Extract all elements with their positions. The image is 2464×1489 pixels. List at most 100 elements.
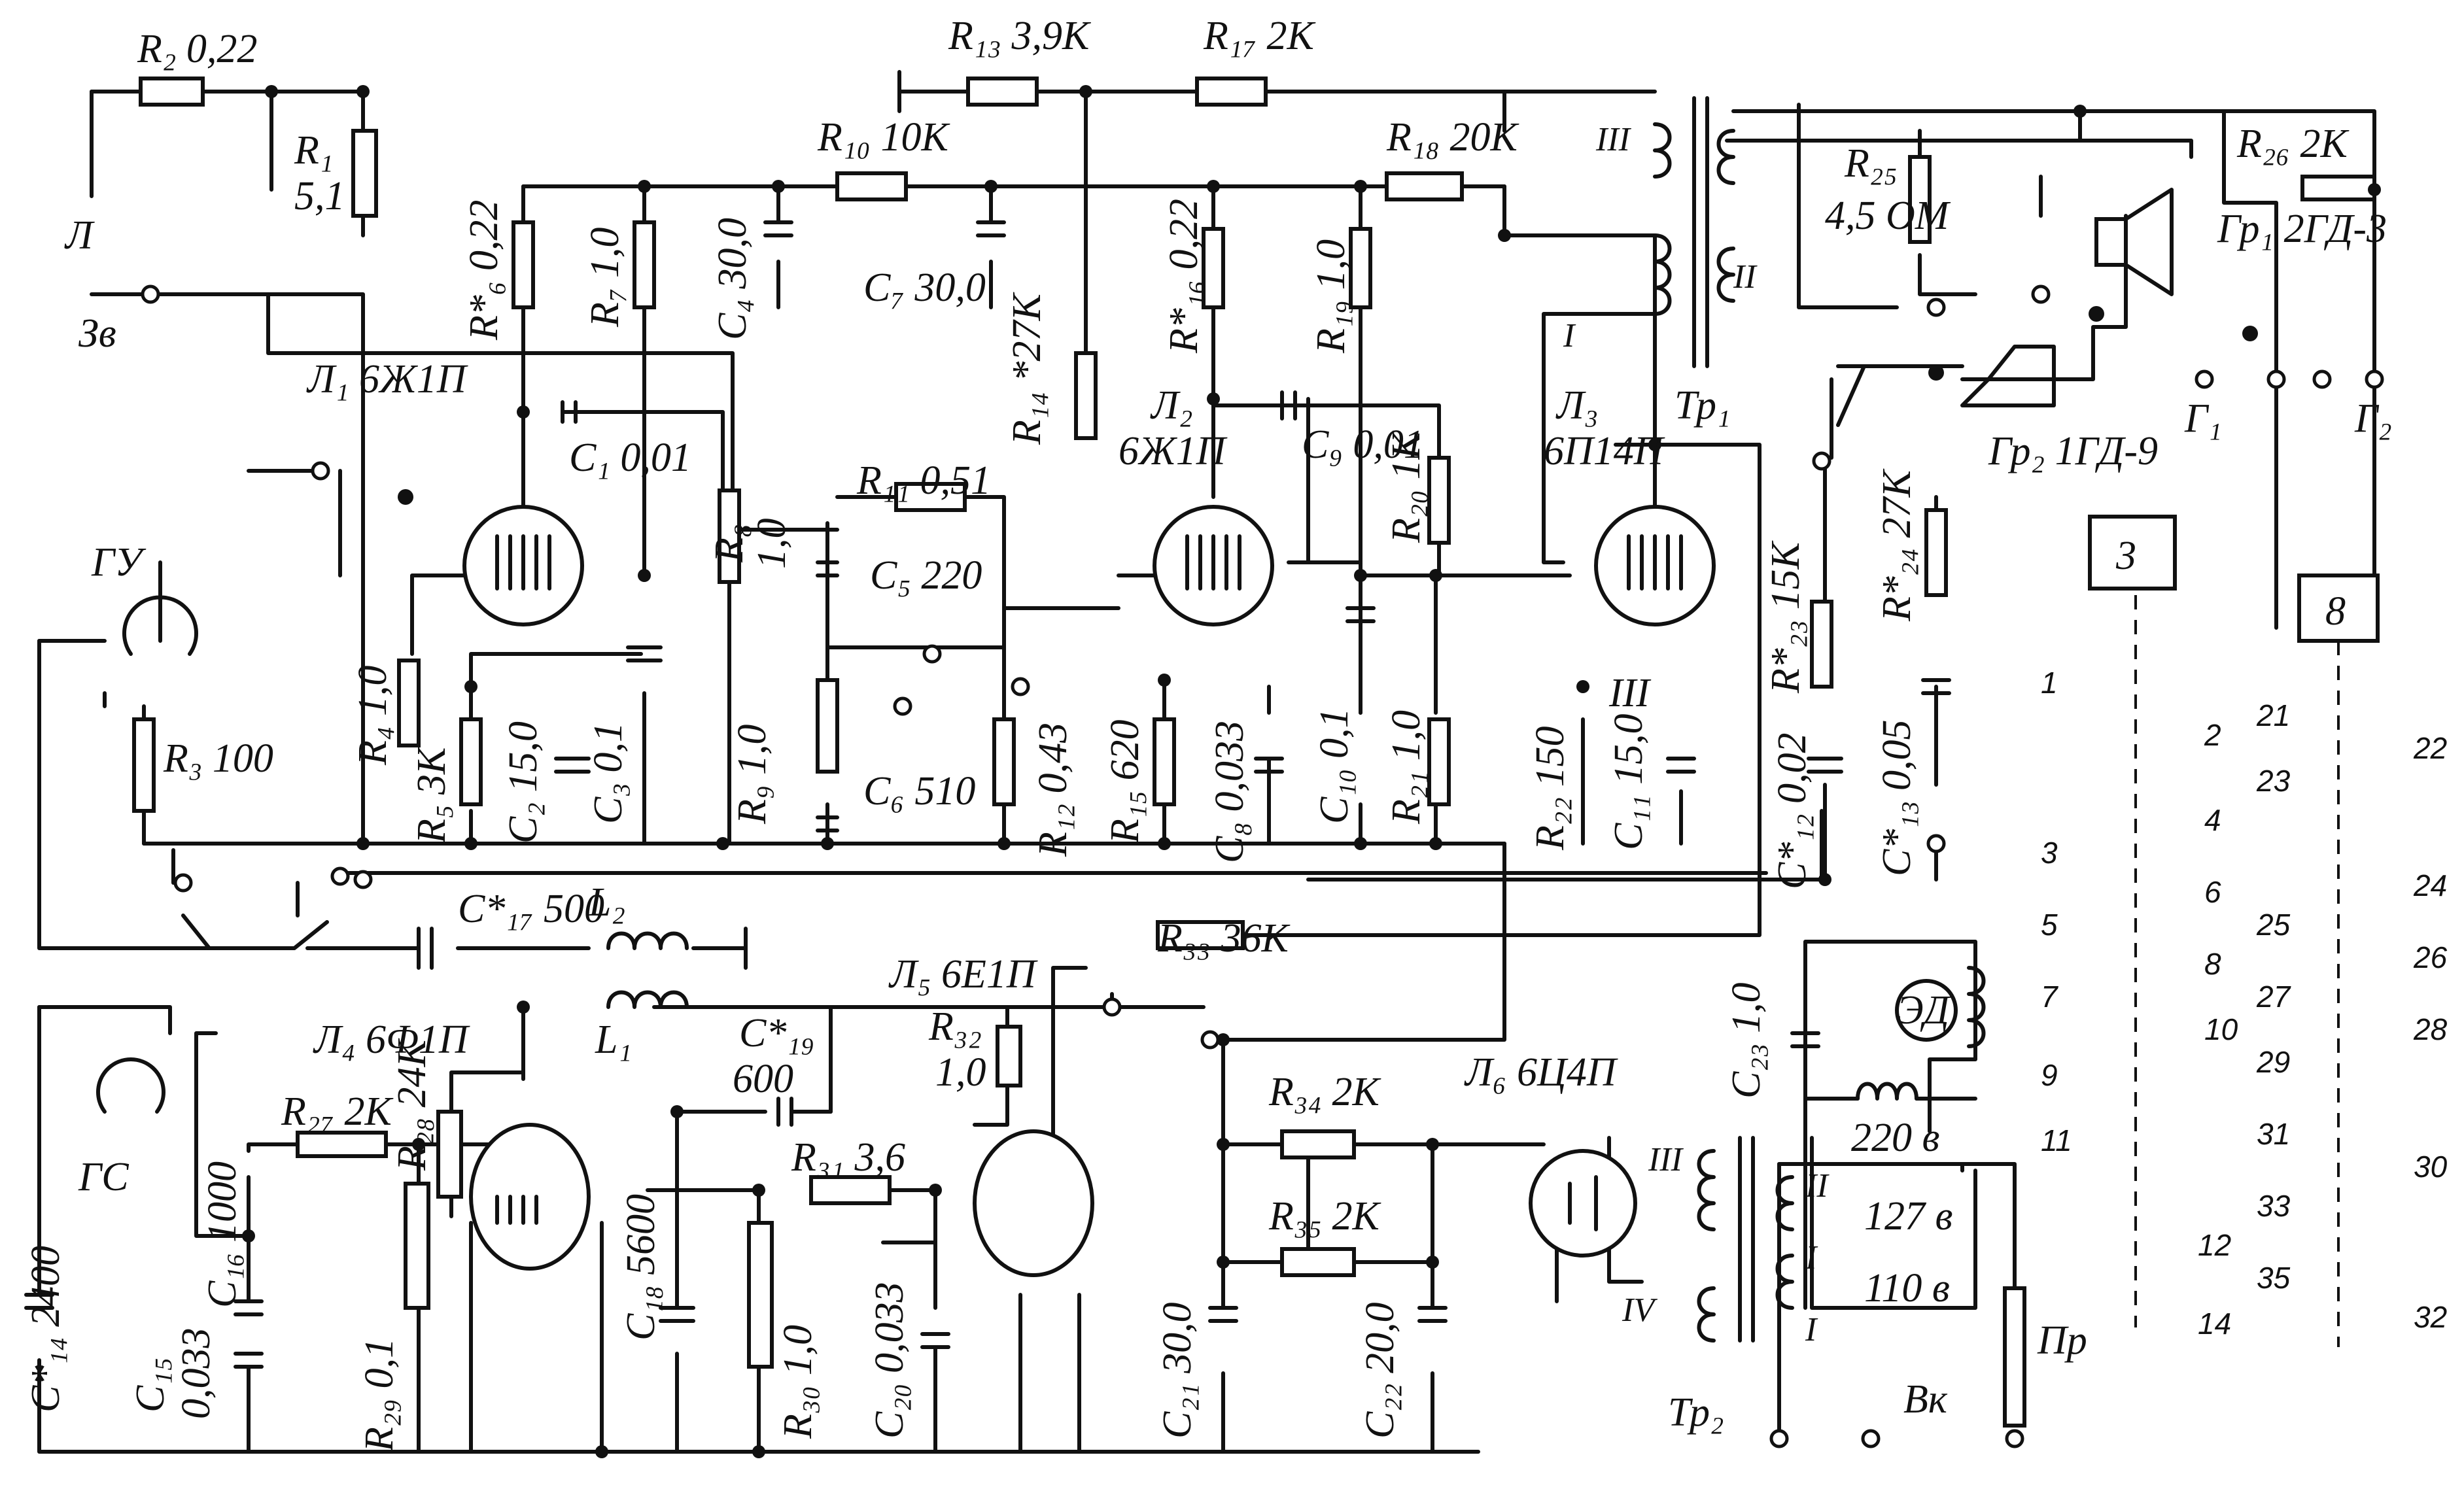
- label-r30: R₃₀ 1,0: [776, 1325, 820, 1439]
- label-c9: C₉ 0,01: [1302, 422, 1424, 467]
- resistor-r29: [404, 1182, 430, 1310]
- label-tube1: Л₁ 6Ж1П: [306, 357, 468, 402]
- svg-text:4: 4: [2204, 803, 2221, 837]
- label-c15a: C₁₅: [128, 1358, 173, 1412]
- label-c1: C₁ 0,01: [569, 436, 691, 480]
- label-tube6: Л₆ 6Ц4П: [1464, 1050, 1618, 1095]
- switch-boxes: [2088, 515, 2380, 643]
- label-c19a: C*₁₉: [739, 1011, 814, 1055]
- label-r16: R*₁₆ 0,22: [1162, 199, 1206, 354]
- fuse-pr: [2003, 1286, 2026, 1428]
- label-tube2b: 6Ж1П: [1119, 429, 1228, 473]
- label-r32a: R₃₂: [928, 1004, 982, 1049]
- resistor-r34: [1280, 1129, 1356, 1159]
- label-r24: R*₂₄ 27К: [1875, 468, 1919, 622]
- label-tube4: Л₄ 6Ф1П: [313, 1018, 470, 1062]
- label-r4: R₄ 1,0: [351, 666, 395, 766]
- speaker-gr2-cone: [1960, 345, 2056, 407]
- gu-indicator-icon: [122, 560, 198, 656]
- label-c12: C*₁₂ 0,02: [1770, 733, 1814, 889]
- label-r12: R₁₂ 0,43: [1031, 723, 1075, 857]
- svg-text:27: 27: [2256, 980, 2291, 1014]
- label-tube5: Л₅ 6Е1П: [888, 952, 1038, 997]
- label-r8: R₈: [707, 524, 752, 563]
- label-c15b: 0,033: [174, 1328, 218, 1420]
- resistor-r9: [816, 678, 839, 774]
- svg-text:28: 28: [2413, 1012, 2448, 1046]
- resistor-r33: [1156, 920, 1245, 950]
- svg-text:23: 23: [2256, 764, 2291, 798]
- label-c19b: 600: [733, 1057, 793, 1101]
- label-c23: C₂₃ 1,0: [1724, 983, 1769, 1099]
- label-gu: ГУ: [91, 540, 147, 585]
- label-tr2-w2: II: [1805, 1167, 1830, 1205]
- label-sw3: 3: [2115, 534, 2136, 578]
- resistor-r8: [718, 488, 741, 584]
- resistor-r20: [1427, 456, 1451, 545]
- open-contacts: [141, 284, 2384, 1448]
- label-r7: R₇ 1,0: [583, 228, 627, 328]
- resistor-r3: [132, 717, 156, 813]
- svg-text:3: 3: [2041, 836, 2058, 870]
- label-c6: C₆ 510: [863, 769, 975, 813]
- label-w1: I: [1563, 317, 1576, 354]
- label-r13: R₁₃ 3,9К: [948, 14, 1092, 58]
- label-tube3b: 6П14П: [1544, 429, 1665, 473]
- label-l2: L₂: [588, 880, 625, 925]
- label-c3: C₃ 0,1: [586, 722, 631, 824]
- gs-lamp-icon: [96, 1057, 165, 1114]
- svg-text:30: 30: [2414, 1150, 2448, 1184]
- label-r2: R₂ 0,22: [137, 27, 257, 71]
- svg-text:2: 2: [2204, 718, 2221, 752]
- svg-text:9: 9: [2041, 1058, 2058, 1092]
- winding-labels: III II I III IV II I I: [1563, 121, 1830, 1348]
- resistor-r27: [296, 1131, 388, 1158]
- label-r10: R₁₀ 10К: [817, 115, 950, 160]
- label-r3: R₃ 100: [163, 736, 273, 781]
- label-tr2-w3: III: [1648, 1141, 1684, 1178]
- label-r21: R₂₁ 1,0: [1384, 710, 1429, 825]
- label-r29: R₂₉ 0,1: [357, 1338, 402, 1452]
- resistor-r16: [1202, 227, 1225, 309]
- resistor-r32: [996, 1025, 1022, 1087]
- resistor-r35: [1280, 1247, 1356, 1277]
- label-tr2-w4: IV: [1622, 1292, 1657, 1329]
- svg-text:31: 31: [2257, 1117, 2290, 1151]
- switch-dash-links: [2134, 595, 2340, 1347]
- label-r11: R₁₁ 0,51: [856, 458, 991, 503]
- label-tr1: Тр₁: [1674, 383, 1731, 428]
- label-c11: C₁₁ 15,0: [1606, 714, 1651, 850]
- label-c5: C₅ 220: [870, 553, 982, 598]
- label-r33: R₃₃ 36К: [1157, 916, 1291, 961]
- label-r23: R*₂₃ 15К: [1763, 540, 1808, 694]
- label-c20: C₂₀ 0,033: [867, 1282, 912, 1439]
- label-r25b: 4,5 ОМ: [1825, 194, 1951, 238]
- resistor-r12: [992, 717, 1016, 806]
- speaker-gr1-body: [2094, 217, 2128, 267]
- label-r20: R₂₀ 1К: [1384, 430, 1429, 543]
- resistor-r21: [1427, 717, 1451, 806]
- label-r14: R₁₄ *27К: [1005, 292, 1049, 445]
- label-c14: C*₁₄ 2400: [24, 1246, 68, 1412]
- speaker-gr1-cone: [2124, 188, 2174, 296]
- capacitors: [24, 220, 1951, 1369]
- label-sw8: 8: [2325, 589, 2346, 634]
- label-c8: C₈ 0,033: [1207, 721, 1252, 863]
- label-r1a: R₁: [294, 128, 333, 173]
- label-tr2: Тр₂: [1668, 1390, 1724, 1435]
- svg-text:25: 25: [2256, 908, 2291, 942]
- label-c7: C₇ 30,0: [863, 265, 986, 310]
- switch-box-8: [2297, 573, 2380, 643]
- svg-text:33: 33: [2257, 1189, 2291, 1223]
- label-w2-jump: III: [1608, 671, 1652, 715]
- label-w2: II: [1733, 258, 1758, 296]
- svg-text:7: 7: [2041, 980, 2058, 1014]
- svg-text:5: 5: [2041, 908, 2058, 942]
- label-c17: C*₁₇ 500: [458, 887, 604, 931]
- resistor-r13: [966, 77, 1039, 107]
- label-c10: C₁₀ 0,1: [1312, 708, 1357, 824]
- speakers: [96, 188, 2174, 1114]
- resistor-r19: [1349, 227, 1372, 309]
- svg-text:29: 29: [2256, 1045, 2290, 1079]
- resistor-r2: [139, 77, 205, 107]
